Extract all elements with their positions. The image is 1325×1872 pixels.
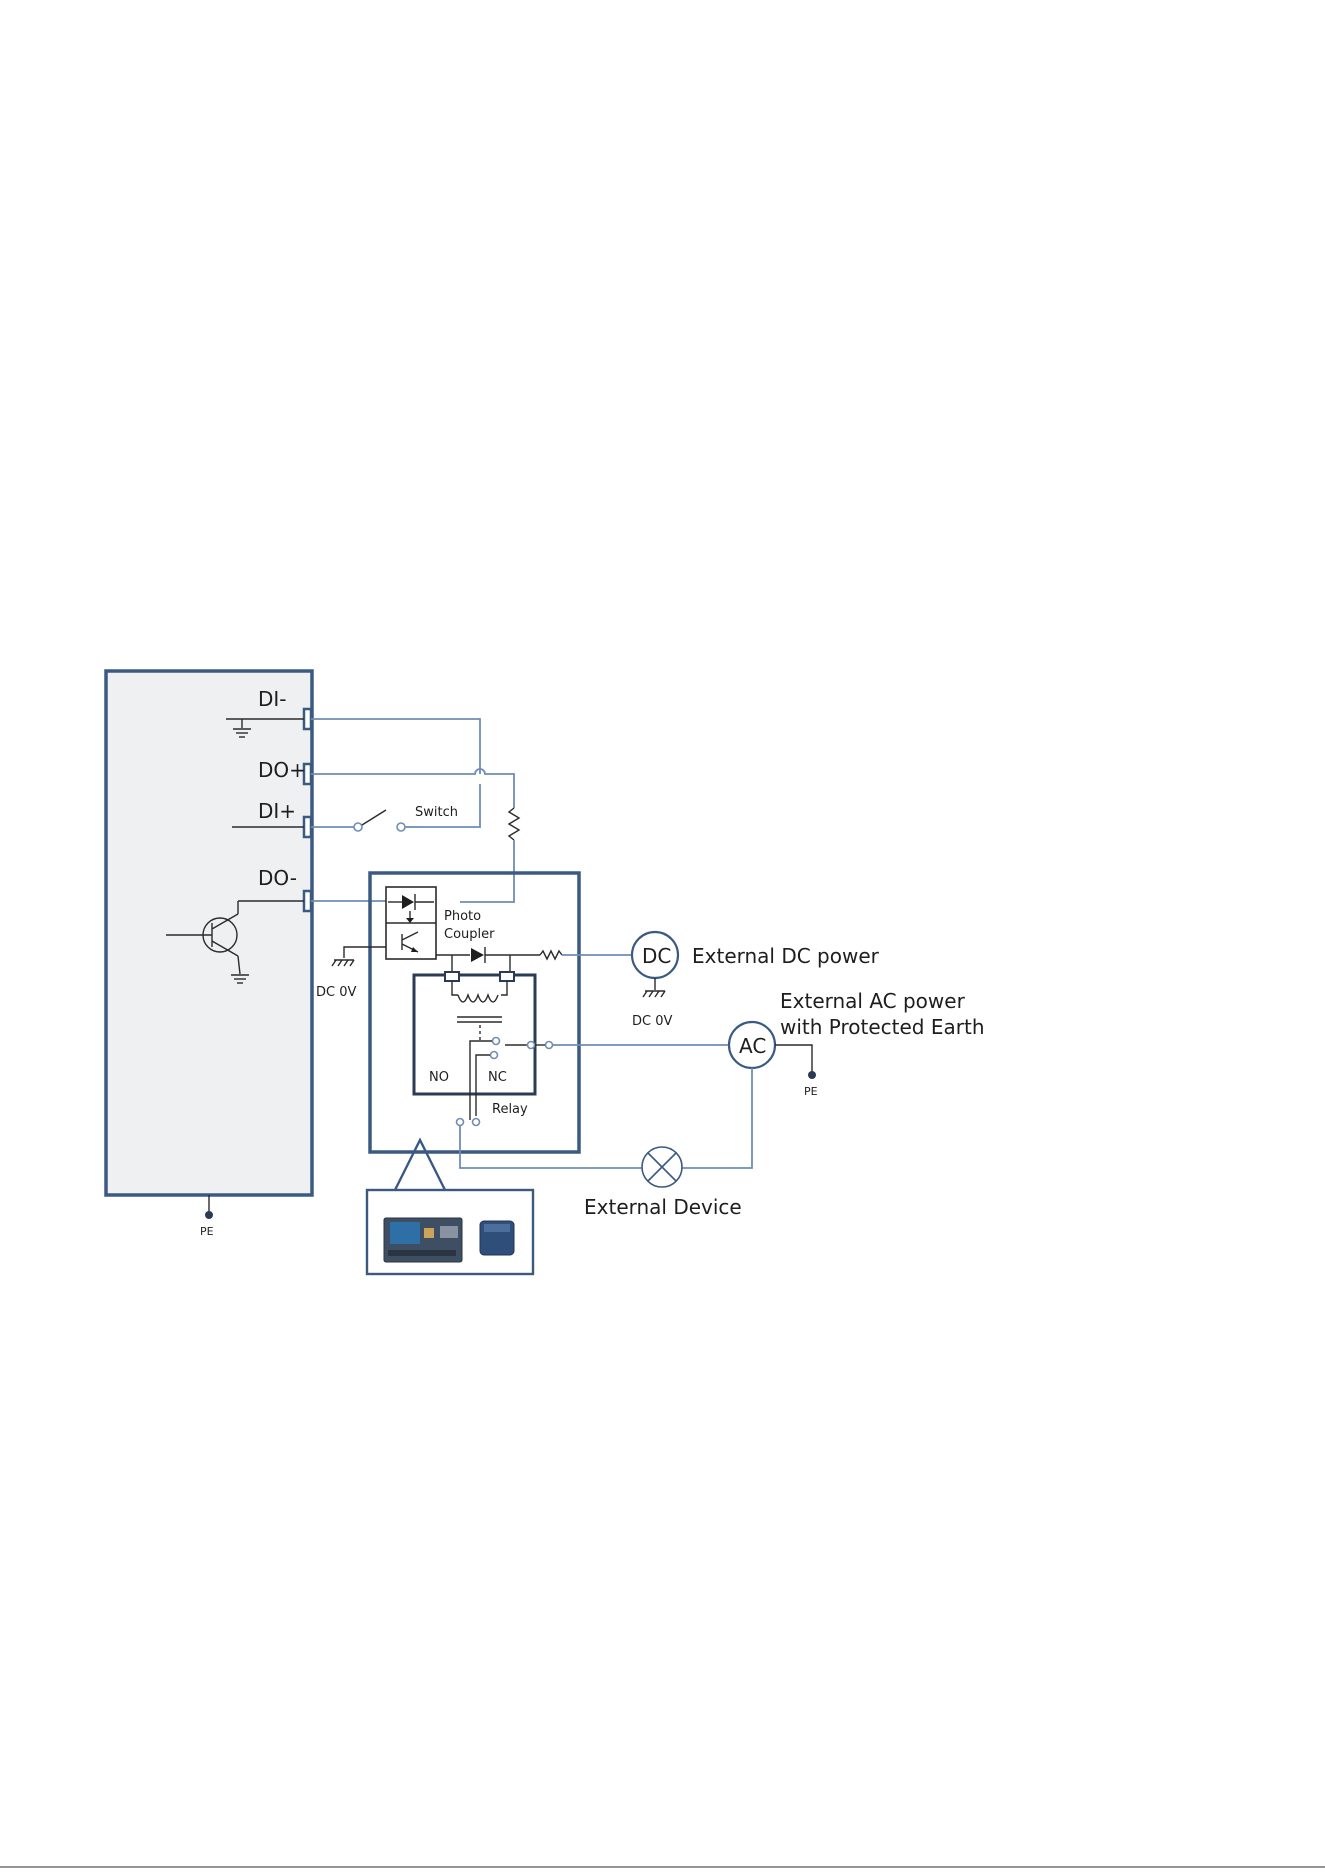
switch-blade: [362, 810, 386, 825]
resistor-dc-icon: [540, 951, 562, 959]
label-do-minus: DO-: [258, 866, 297, 890]
wire-ac-pe: [775, 1045, 812, 1072]
switch-node-right: [397, 823, 405, 831]
wire-resistor-to-led: [460, 840, 514, 902]
label-coupler: Coupler: [444, 927, 495, 942]
wire-do-plus: [311, 769, 514, 808]
lamp-icon: [642, 1147, 682, 1187]
diode-icon: [471, 948, 484, 962]
wire-device-to-ac: [681, 1068, 752, 1168]
relay-board-photo-icon: [384, 1218, 462, 1262]
coil-pin-left: [445, 972, 459, 981]
label-pe-bottom: PE: [200, 1225, 214, 1238]
callout-pointer: [395, 1140, 445, 1190]
terminal-di-minus: [304, 709, 311, 729]
relay-contact-nc: [491, 1052, 498, 1059]
pe-bottom-dot: [205, 1211, 213, 1219]
photo-coupler: [386, 887, 436, 959]
label-dc-0v-right: DC 0V: [632, 1014, 672, 1029]
label-dc-0v-left: DC 0V: [316, 985, 356, 1000]
label-external-ac-power-1: External AC power: [780, 989, 966, 1013]
label-di-minus: DI-: [258, 687, 287, 711]
relay-contact-com: [528, 1042, 535, 1049]
relay-contact-no: [493, 1038, 500, 1045]
pe-right-dot: [808, 1071, 816, 1079]
ground-icon-dc0v-left: [332, 960, 354, 966]
relay-terminal-nc: [473, 1119, 480, 1126]
terminal-do-minus: [304, 891, 311, 911]
label-external-device: External Device: [584, 1195, 742, 1219]
wire-nc-down: [476, 1055, 490, 1116]
resistor-icon: [509, 808, 519, 840]
label-relay: Relay: [492, 1102, 528, 1117]
ground-icon-dc0v-right: [643, 991, 665, 997]
coil-pin-right: [500, 972, 514, 981]
label-external-ac-power-2: with Protected Earth: [780, 1015, 985, 1039]
relay-component-photo-icon: [480, 1221, 514, 1255]
switch-node-left: [354, 823, 362, 831]
label-dc: DC: [642, 944, 671, 968]
label-no: NO: [429, 1070, 449, 1085]
label-switch: Switch: [415, 805, 458, 820]
wire-no-to-device: [460, 1126, 643, 1168]
label-do-plus: DO+: [258, 758, 306, 782]
label-photo: Photo: [444, 909, 481, 924]
relay-output-node: [546, 1042, 553, 1049]
label-pe-right: PE: [804, 1085, 818, 1098]
label-ac: AC: [739, 1034, 766, 1058]
terminal-di-plus: [304, 817, 311, 837]
controller-device-box: [106, 671, 312, 1195]
label-di-plus: DI+: [258, 799, 296, 823]
wire-di-minus: [311, 719, 480, 774]
label-external-dc-power: External DC power: [692, 944, 880, 968]
relay-terminal-no: [457, 1119, 464, 1126]
relay-coil-icon: [452, 981, 507, 1040]
wire-to-dc0v-left: [344, 947, 386, 958]
label-nc: NC: [488, 1070, 507, 1085]
